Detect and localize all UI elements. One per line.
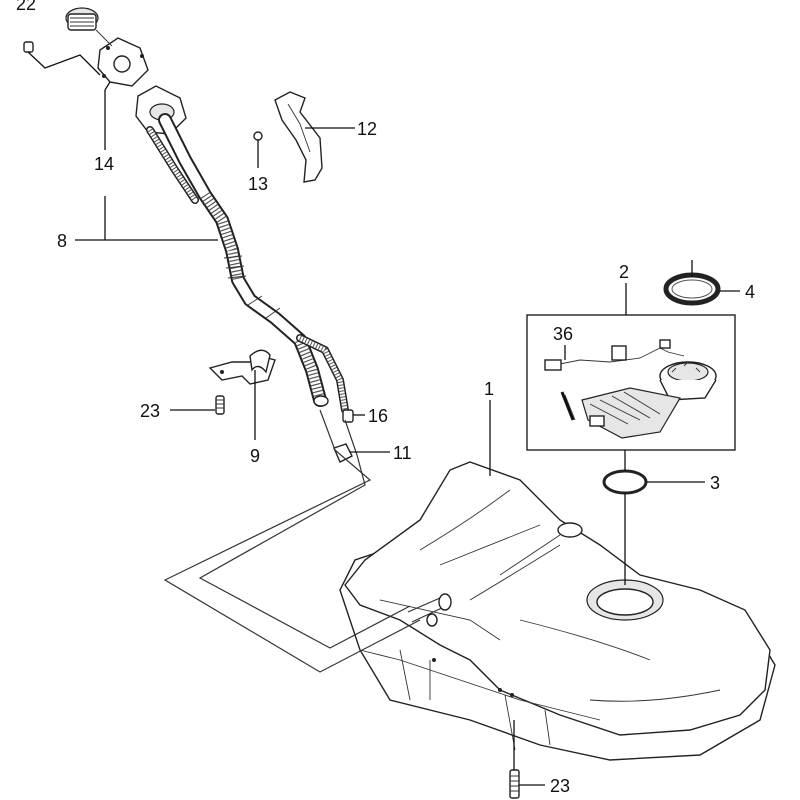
callout-14: 14 — [94, 154, 114, 174]
callout-labels: 22 14 8 12 13 9 23 16 11 1 2 36 4 3 23 — [16, 0, 755, 796]
filler-neck-assembly[interactable] — [65, 7, 349, 414]
callout-4: 4 — [745, 282, 755, 302]
fuel-line-routing — [163, 409, 421, 673]
small-fasteners[interactable] — [23, 41, 520, 799]
fuel-tank[interactable] — [339, 461, 776, 761]
callout-13: 13 — [248, 174, 268, 194]
callout-22: 22 — [16, 0, 36, 14]
pump-lock-ring[interactable] — [663, 272, 721, 306]
callout-2: 2 — [619, 262, 629, 282]
callout-9: 9 — [250, 446, 260, 466]
hose-bracket[interactable] — [208, 349, 276, 385]
pump-seal-ring[interactable] — [602, 469, 648, 495]
callout-8: 8 — [57, 231, 67, 251]
callout-23-upper: 23 — [140, 401, 160, 421]
fuel-pump-module-box[interactable] — [526, 314, 736, 451]
callout-12: 12 — [357, 119, 377, 139]
callout-11: 11 — [393, 443, 412, 463]
callout-3: 3 — [710, 473, 720, 493]
callout-16: 16 — [368, 406, 388, 426]
callout-36: 36 — [553, 324, 573, 344]
leader-lines — [27, 51, 740, 786]
callout-1: 1 — [484, 379, 494, 399]
callout-23-lower: 23 — [550, 776, 570, 796]
heat-shield[interactable] — [274, 91, 323, 183]
